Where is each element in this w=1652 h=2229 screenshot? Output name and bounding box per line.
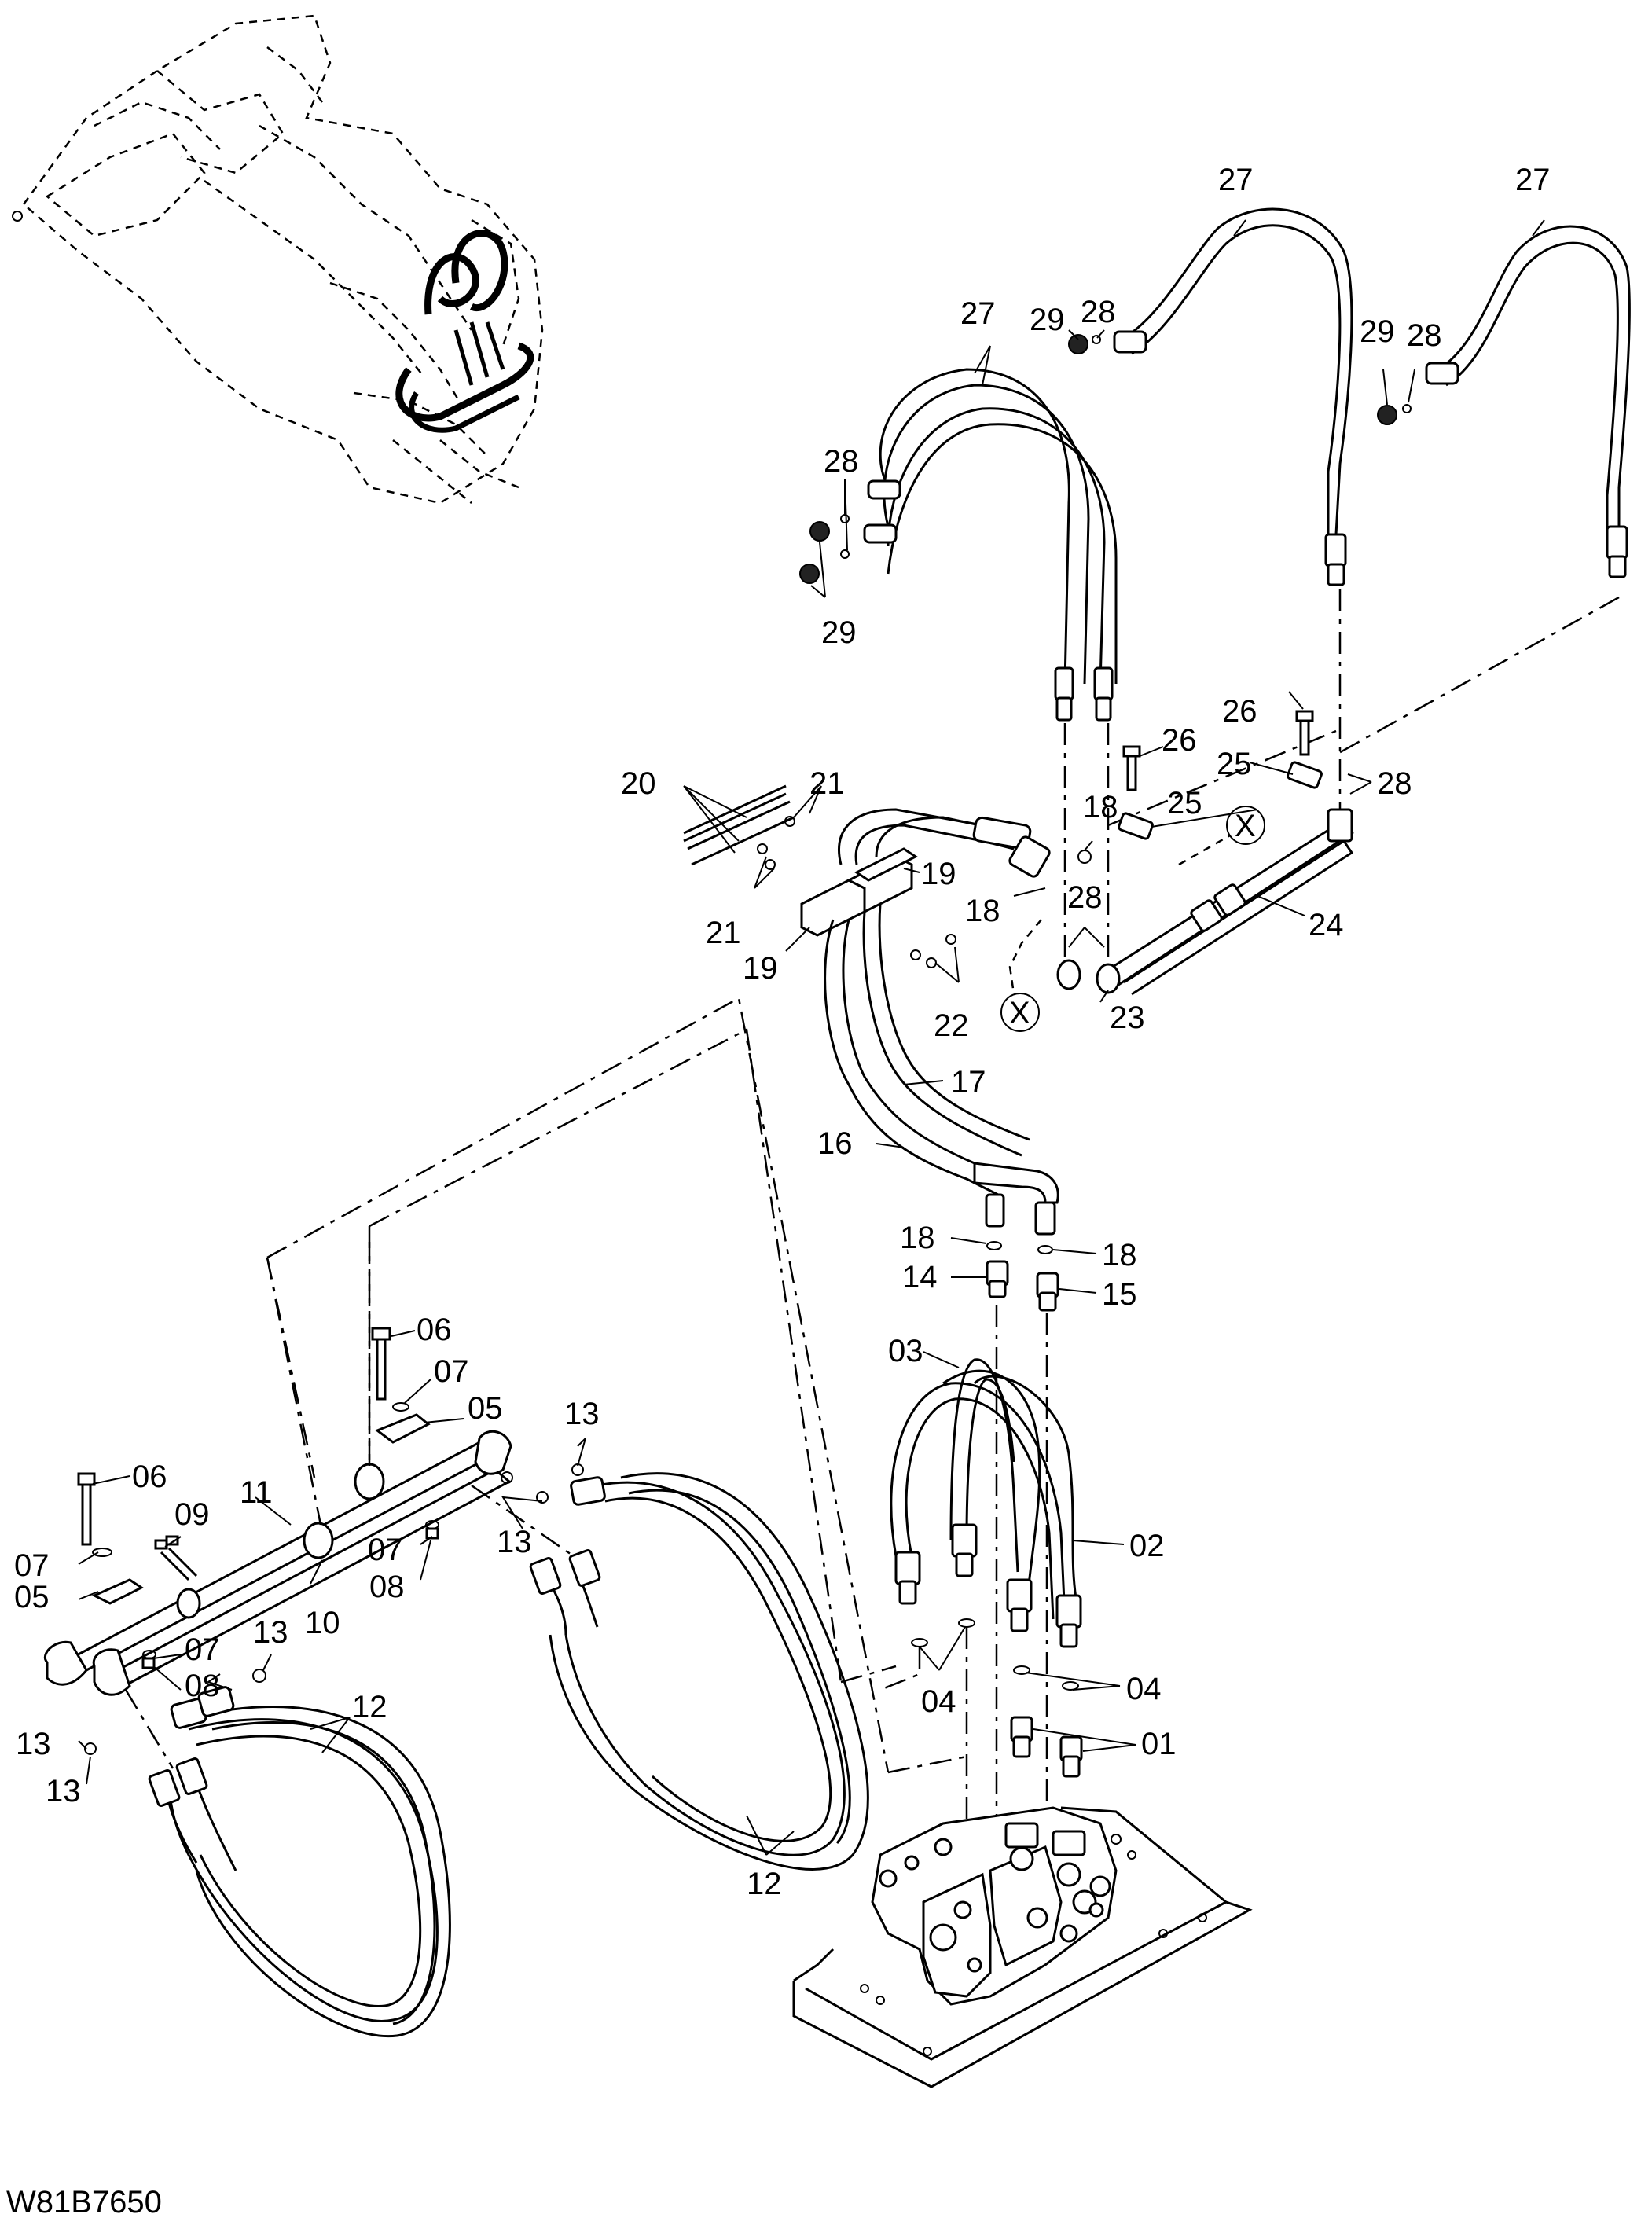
hose-12-group xyxy=(78,1438,869,2038)
machine-locator-thumbnail xyxy=(12,14,544,505)
callout-07: 07 xyxy=(185,1632,220,1667)
callout-18: 18 xyxy=(1083,790,1118,824)
control-valve xyxy=(792,1806,1253,2088)
callout-18: 18 xyxy=(1102,1238,1137,1272)
tube-assembly-10-11 xyxy=(44,1242,512,1696)
callout-17: 17 xyxy=(951,1065,986,1100)
callout-06: 06 xyxy=(417,1313,452,1347)
callout-26: 26 xyxy=(1162,723,1197,758)
callout-22: 22 xyxy=(934,1008,969,1043)
callout-02: 02 xyxy=(1129,1529,1165,1563)
group-frame-lines xyxy=(266,997,967,1774)
callout-09: 09 xyxy=(174,1497,210,1532)
callout-29: 29 xyxy=(1030,303,1065,337)
callout-07: 07 xyxy=(14,1548,50,1583)
callout-07: 07 xyxy=(368,1533,403,1567)
callout-x: X xyxy=(1235,809,1256,843)
callout-13: 13 xyxy=(564,1397,600,1431)
hose-27-group xyxy=(799,207,1631,982)
callout-08: 08 xyxy=(185,1669,220,1703)
callout-28: 28 xyxy=(1377,766,1412,801)
callout-01: 01 xyxy=(1141,1727,1177,1761)
callout-04: 04 xyxy=(921,1684,956,1719)
callout-28: 28 xyxy=(1081,295,1116,329)
callout-28: 28 xyxy=(1407,318,1442,353)
hose-02-03-group xyxy=(879,1351,1136,1831)
callout-16: 16 xyxy=(817,1126,853,1161)
callout-06: 06 xyxy=(132,1460,167,1494)
callout-24: 24 xyxy=(1309,908,1344,942)
callout-x: X xyxy=(1009,996,1030,1030)
callout-28: 28 xyxy=(1067,880,1103,915)
callout-27: 27 xyxy=(1218,163,1254,197)
top-leaders xyxy=(810,219,1545,598)
callout-18: 18 xyxy=(900,1221,935,1255)
callout-05: 05 xyxy=(14,1580,50,1614)
callout-29: 29 xyxy=(1360,314,1395,349)
callout-12: 12 xyxy=(747,1867,782,1901)
drawing-code: W81B7650 xyxy=(6,2185,162,2220)
callout-05: 05 xyxy=(468,1391,503,1426)
hose-clamp-block xyxy=(683,784,1097,1831)
callout-23: 23 xyxy=(1110,1001,1145,1035)
callout-10: 10 xyxy=(305,1606,340,1640)
callout-13: 13 xyxy=(497,1525,532,1559)
callout-21: 21 xyxy=(809,766,845,801)
callout-07: 07 xyxy=(434,1354,469,1389)
callout-14: 14 xyxy=(902,1260,938,1294)
callout-28: 28 xyxy=(824,444,859,479)
connection-markers xyxy=(1000,806,1265,1032)
callout-27: 27 xyxy=(960,296,996,331)
callout-13: 13 xyxy=(253,1615,288,1650)
callout-27: 27 xyxy=(1515,163,1551,197)
callout-21: 21 xyxy=(706,916,741,950)
callout-19: 19 xyxy=(921,857,956,891)
callout-19: 19 xyxy=(743,951,778,986)
callout-29: 29 xyxy=(821,615,857,650)
callout-13: 13 xyxy=(16,1727,51,1761)
callout-18: 18 xyxy=(965,894,1000,928)
callout-labels: 27 27 27 29 28 29 28 28 29 26 26 25 25 2… xyxy=(14,163,1551,1901)
callout-13: 13 xyxy=(46,1774,81,1809)
callout-15: 15 xyxy=(1102,1277,1137,1312)
callout-03: 03 xyxy=(888,1334,923,1368)
callout-25: 25 xyxy=(1217,747,1252,781)
callout-20: 20 xyxy=(621,766,656,801)
callout-25: 25 xyxy=(1167,786,1202,821)
callout-04: 04 xyxy=(1126,1672,1162,1706)
callout-11: 11 xyxy=(240,1475,273,1510)
callout-26: 26 xyxy=(1222,694,1257,729)
callout-08: 08 xyxy=(369,1570,405,1604)
tube-assembly-24 xyxy=(1056,691,1372,1003)
callout-12: 12 xyxy=(352,1690,387,1724)
